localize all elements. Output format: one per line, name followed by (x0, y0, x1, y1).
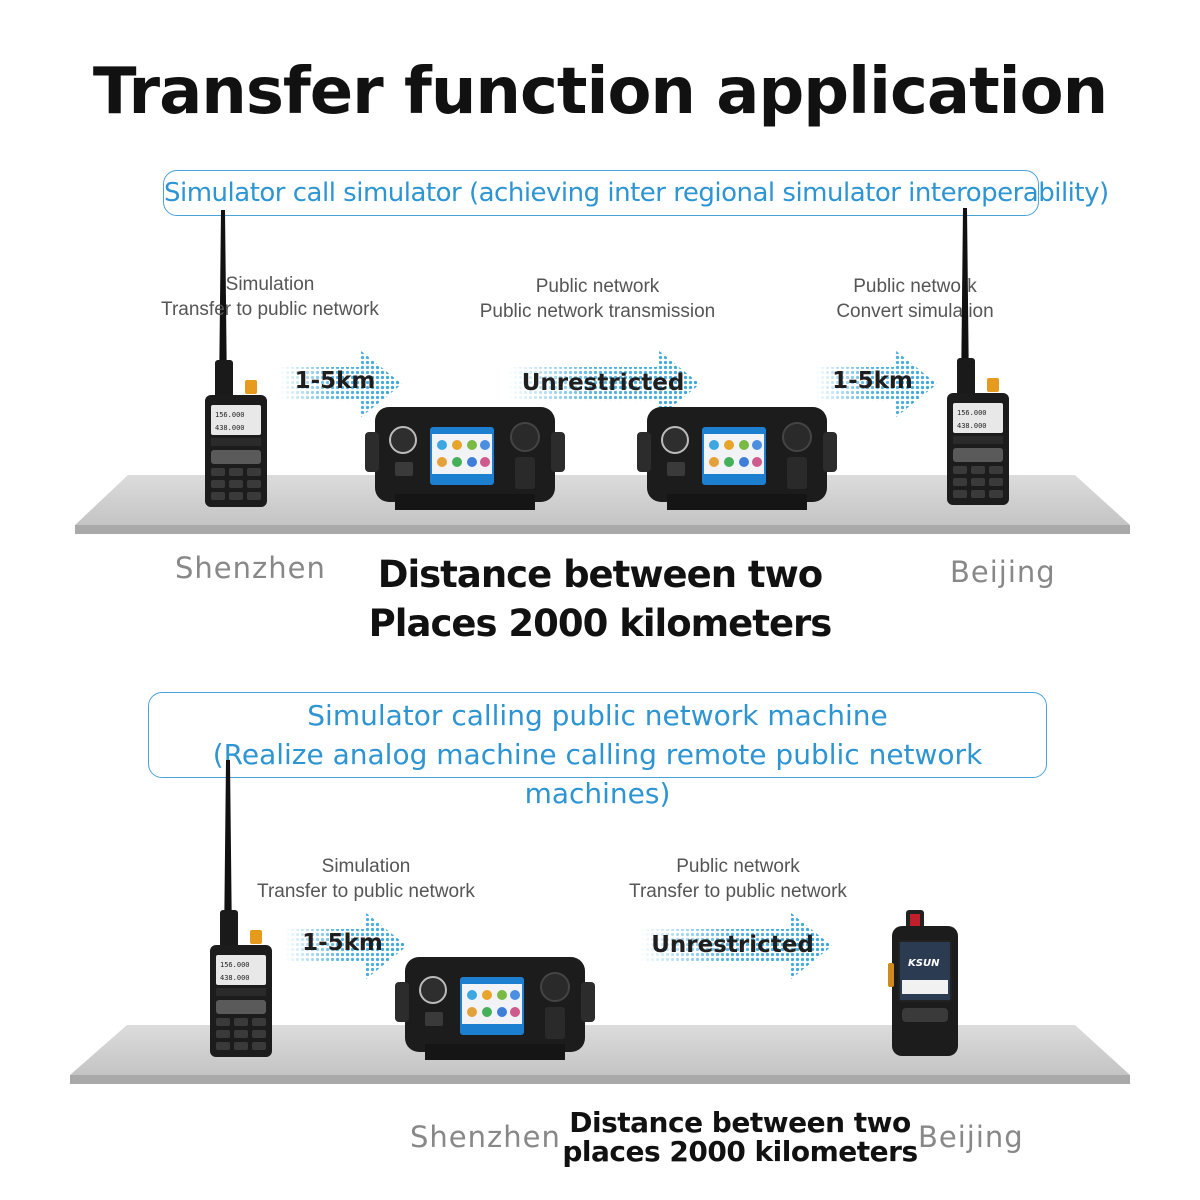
distance-line-1: Distance between two (569, 1106, 911, 1139)
mobile-radio-unit-icon (395, 957, 595, 1060)
step-title: Public network (676, 856, 800, 877)
scenario1-arrow-label-2: Unrestricted (521, 370, 685, 396)
step-title: Simulation (321, 856, 411, 877)
scenario1-step-2: Public network Public network transmissi… (455, 274, 740, 324)
platform-1 (75, 475, 1130, 534)
scenario1-step-3: Public network Convert simulation (800, 274, 1030, 324)
svg-text:438.000: 438.000 (957, 422, 987, 430)
svg-text:156.000: 156.000 (957, 409, 987, 417)
platform-2 (70, 1025, 1130, 1084)
arrow-icon (285, 912, 407, 980)
svg-text:156.000: 156.000 (215, 411, 245, 419)
arrow-icon (508, 350, 700, 418)
scenario1-distance: Distance between two Places 2000 kilomet… (340, 550, 860, 648)
distance-line-2: Places 2000 kilometers (368, 602, 833, 645)
svg-text:KSUN: KSUN (908, 958, 940, 969)
scenario1-arrow-label-1: 1-5km (294, 368, 376, 394)
scenario1-arrow-label-3: 1-5km (832, 368, 913, 394)
step-title: Simulation (225, 274, 315, 295)
step-desc: Transfer to public network (629, 881, 847, 902)
distance-line-1: Distance between two (377, 553, 823, 596)
scenario2-arrow-label-1: 1-5km (302, 930, 383, 956)
step-desc: Transfer to public network (257, 881, 475, 902)
distance-line-2: places 2000 kilometers (562, 1135, 918, 1168)
scenario2-distance: Distance between two places 2000 kilomet… (560, 1108, 920, 1166)
svg-text:438.000: 438.000 (220, 974, 250, 982)
step-desc: Transfer to public network (161, 299, 379, 320)
mobile-radio-unit-icon (637, 407, 837, 510)
svg-text:156.000: 156.000 (220, 961, 250, 969)
scenario2-destination-city: Beijing (918, 1120, 1024, 1154)
scenario1-destination-city: Beijing (950, 555, 1056, 589)
handheld-radio-right-icon: 156.000 438.000 (947, 208, 1009, 505)
scenario2-step-2: Public network Transfer to public networ… (608, 854, 868, 904)
handheld-radio-left-icon: 156.000 438.000 (210, 760, 272, 1057)
step-title: Public network (853, 276, 977, 297)
mobile-radio-unit-icon (365, 407, 565, 510)
scenario1-heading: Simulator call simulator (achieving inte… (163, 170, 1109, 216)
step-desc: Public network transmission (479, 301, 716, 322)
arrow-icon (815, 350, 937, 418)
handheld-radio-left-icon: 156.000 438.000 (205, 210, 267, 507)
arrow-icon (640, 912, 832, 980)
step-title: Public network (535, 276, 660, 297)
scenario2-origin-city: Shenzhen (410, 1120, 561, 1154)
public-network-handset-icon: KSUN (888, 910, 958, 1056)
scenario2-arrow-label-2: Unrestricted (651, 932, 814, 958)
scenario2-heading: Simulator calling public network machine… (148, 692, 1047, 810)
scenario1-origin-city: Shenzhen (175, 551, 326, 585)
heading-line-1: Simulator calling public network machine (307, 699, 888, 732)
scenario1-step-1: Simulation Transfer to public network (140, 272, 400, 322)
page-title: Transfer function application (92, 55, 1108, 129)
arrow-icon (280, 350, 402, 418)
heading-line-2: (Realize analog machine calling remote p… (212, 738, 983, 810)
scenario2-step-1: Simulation Transfer to public network (236, 854, 496, 904)
step-desc: Convert simulation (836, 301, 994, 322)
svg-text:438.000: 438.000 (215, 424, 245, 432)
